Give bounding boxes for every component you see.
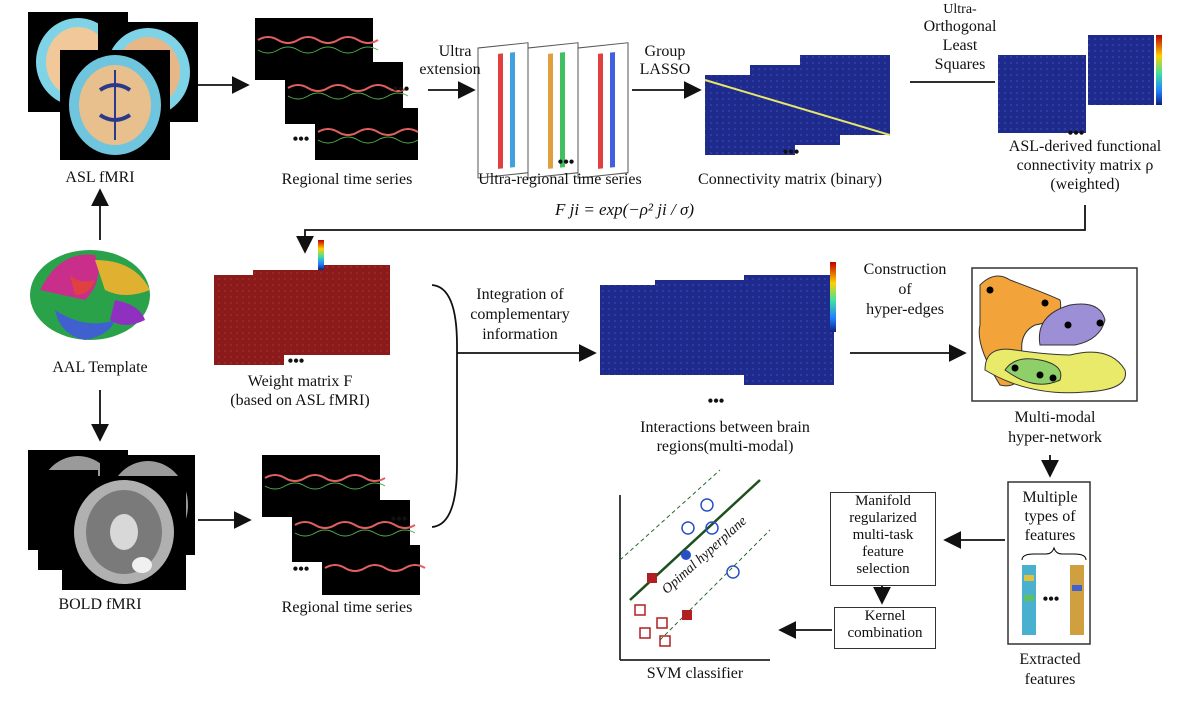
connectivity-matrix-binary <box>704 55 891 155</box>
kernel-line-1: Kernel <box>864 608 906 624</box>
label-integration-1: Integration of <box>476 286 564 303</box>
label-weight-matrix-1: Weight matrix F <box>247 373 353 390</box>
weight-matrix-f <box>214 240 390 365</box>
label-aal-template: AAL Template <box>52 359 148 376</box>
regional-time-series-top <box>255 18 419 160</box>
manifold-line-3: multi-task <box>852 527 914 543</box>
asl-fmri-images <box>28 12 198 160</box>
label-multiple-3: features <box>1024 527 1076 544</box>
label-construction-3: hyper-edges <box>866 301 944 318</box>
label-asl-fmri: ASL fMRI <box>65 169 135 186</box>
ellipsis-ultra: ••• <box>557 154 575 171</box>
label-extracted-2: features <box>1024 671 1076 688</box>
features-box <box>1007 481 1091 645</box>
regional-time-series-bottom <box>262 455 426 595</box>
label-regional-time-series-bottom: Regional time series <box>281 599 413 616</box>
ellipsis-bottom-1: ••• <box>390 511 408 528</box>
manifold-line-4: feature <box>862 544 904 560</box>
ellipsis-top-2: ••• <box>292 131 310 148</box>
manifold-box: Manifold regularized multi-task feature … <box>830 492 936 586</box>
label-ols-1: Ultra- <box>943 2 977 17</box>
ellipsis-weight-matrix: ••• <box>287 353 305 370</box>
ultra-regional-panels <box>477 42 629 179</box>
manifold-line-2: regularized <box>849 510 917 526</box>
formula-f-ji: F ji = exp(−ρ² ji / σ) <box>555 200 694 219</box>
label-group: Group <box>644 43 686 60</box>
svm-plot <box>619 469 771 661</box>
label-svm-classifier: SVM classifier <box>646 665 744 682</box>
label-bold-fmri: BOLD fMRI <box>58 596 142 613</box>
label-ultra-regional: Ultra-regional time series <box>478 171 642 188</box>
label-multimodal-1: Multi-modal <box>1014 409 1096 426</box>
kernel-line-2: combination <box>847 625 923 641</box>
label-asl-fc-2: connectivity matrix ρ <box>1016 157 1154 174</box>
label-ultra: Ultra <box>438 43 472 60</box>
flow-arrows <box>91 76 1086 639</box>
label-weight-matrix-2: (based on ASL fMRI) <box>230 392 370 409</box>
label-construction-2: of <box>898 281 912 298</box>
label-interactions-2: regions(multi-modal) <box>656 438 794 455</box>
label-ols-3: Least <box>942 37 978 54</box>
multimodal-interaction-matrices <box>600 262 836 385</box>
label-integration-3: information <box>482 326 558 343</box>
ellipsis-weighted: ••• <box>1067 125 1085 142</box>
label-integration-2: complementary <box>470 306 570 323</box>
label-extension: extension <box>419 61 481 78</box>
kernel-box: Kernel combination <box>834 607 936 649</box>
label-connectivity-binary: Connectivity matrix (binary) <box>698 171 882 188</box>
label-regional-time-series-top: Regional time series <box>281 171 413 188</box>
ellipsis-binary: ••• <box>782 144 800 161</box>
label-interactions-1: Interactions between brain <box>640 419 810 436</box>
ellipsis-interactions: ••• <box>707 393 725 410</box>
label-lasso: LASSO <box>639 61 691 78</box>
label-asl-fc-3: (weighted) <box>1050 176 1120 193</box>
label-multiple-2: types of <box>1024 508 1076 525</box>
aal-brain-icon <box>30 250 150 340</box>
label-extracted-1: Extracted <box>1019 651 1081 668</box>
hyper-network-box <box>971 267 1138 402</box>
label-multimodal-2: hyper-network <box>1008 429 1102 446</box>
label-construction-1: Construction <box>863 261 947 278</box>
manifold-line-5: selection <box>856 561 910 577</box>
ellipsis-top-1: ••• <box>392 81 410 98</box>
ellipsis-bottom-2: ••• <box>292 561 310 578</box>
label-asl-fc-1: ASL-derived functional <box>1008 138 1162 155</box>
features-ellipsis: ••• <box>1042 591 1060 608</box>
asl-fc-weighted-matrix <box>998 35 1162 133</box>
label-multiple-1: Multiple <box>1022 489 1078 506</box>
label-ols-4: Squares <box>934 56 986 73</box>
bold-fmri-images <box>28 450 195 590</box>
manifold-line-1: Manifold <box>855 493 911 509</box>
label-ols-2: Orthogonal <box>923 18 997 35</box>
